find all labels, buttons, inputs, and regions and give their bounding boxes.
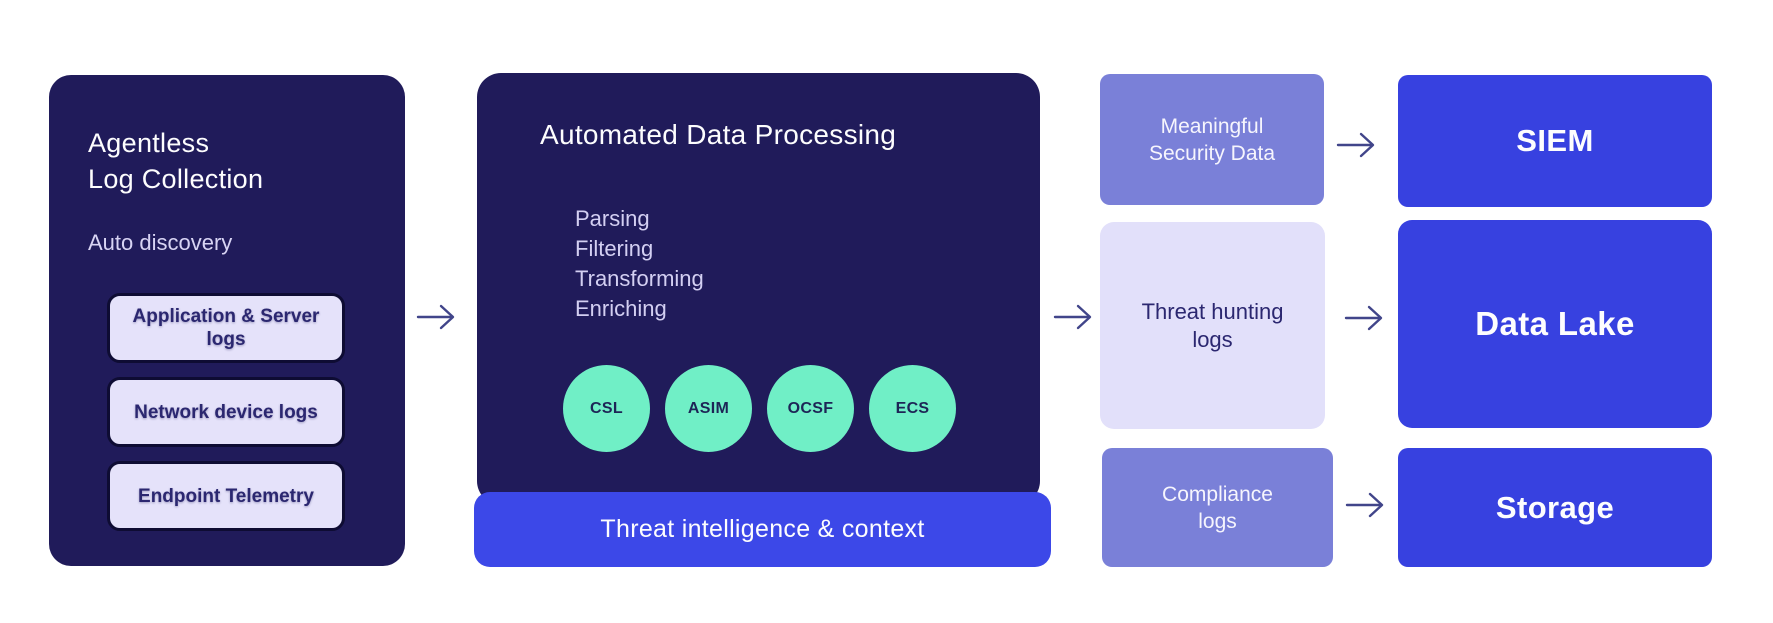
arrow-right-icon <box>1344 488 1390 522</box>
source-endpoint-telemetry: Endpoint Telemetry <box>107 461 345 531</box>
threat-intelligence-bar: Threat intelligence & context <box>474 492 1051 567</box>
bullet-dot-icon <box>540 276 547 283</box>
processing-step-list: Parsing Filtering Transforming Enriching <box>540 204 704 324</box>
log-source-list: Application & Server logs Network device… <box>107 293 345 531</box>
schema-csl-badge: CSL <box>563 365 650 452</box>
bullet-dot-icon <box>540 216 547 223</box>
output-compliance-logs: Compliance logs <box>1102 448 1333 567</box>
arrow-right-icon <box>1052 300 1098 334</box>
bullet-dot-icon <box>540 306 547 313</box>
destination-data-lake: Data Lake <box>1398 220 1712 428</box>
arrow-right-icon <box>1343 301 1389 335</box>
step-parsing: Parsing <box>540 204 704 234</box>
output-threat-hunting-logs: Threat hunting logs <box>1100 222 1325 429</box>
schema-circle-row: CSL ASIM OCSF ECS <box>563 365 956 452</box>
processing-title: Automated Data Processing <box>540 119 897 150</box>
agentless-log-collection-box: Agentless Log Collection Auto discovery … <box>49 75 405 566</box>
automated-data-processing-box: Automated Data Processing Parsing Filter… <box>474 73 1051 567</box>
bullet-dot-icon <box>540 246 547 253</box>
schema-asim-badge: ASIM <box>665 365 752 452</box>
destination-siem: SIEM <box>1398 75 1712 207</box>
source-network-device-logs: Network device logs <box>107 377 345 447</box>
step-enriching: Enriching <box>540 294 704 324</box>
source-application-server-logs: Application & Server logs <box>107 293 345 363</box>
schema-ecs-badge: ECS <box>869 365 956 452</box>
step-filtering: Filtering <box>540 234 704 264</box>
collection-title: Agentless Log Collection <box>88 128 264 194</box>
output-meaningful-security-data: Meaningful Security Data <box>1100 74 1324 205</box>
arrow-right-icon <box>415 300 461 334</box>
step-transforming: Transforming <box>540 264 704 294</box>
arrow-right-icon <box>1335 128 1381 162</box>
schema-ocsf-badge: OCSF <box>767 365 854 452</box>
destination-storage: Storage <box>1398 448 1712 567</box>
auto-discovery-label: Auto discovery <box>88 230 233 255</box>
